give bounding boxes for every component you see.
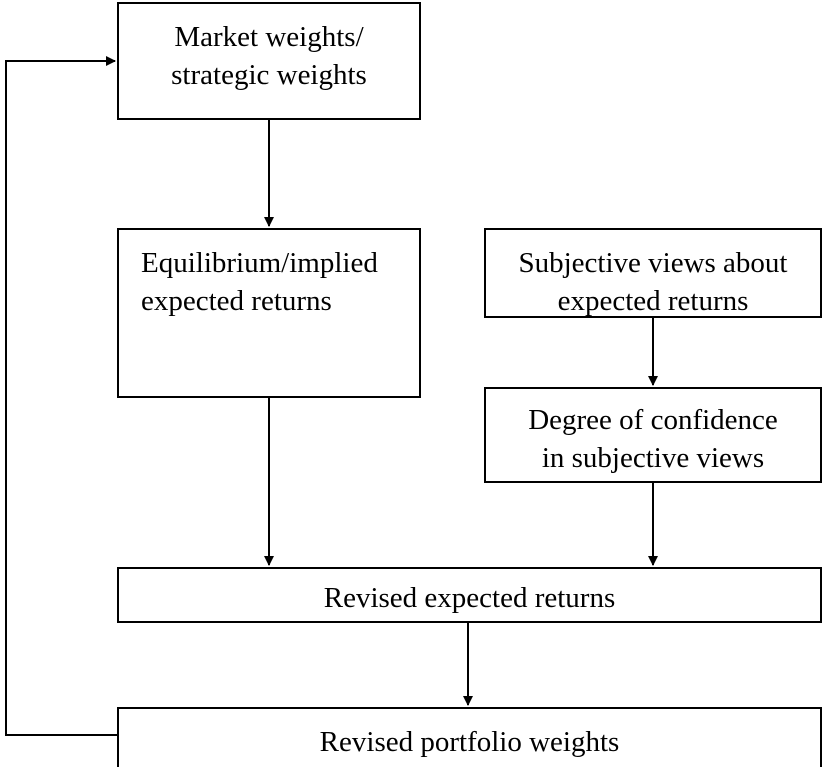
- revised-weights-box: Revised portfolio weights: [117, 707, 822, 767]
- revised-returns-box: Revised expected returns: [117, 567, 822, 623]
- confidence-line-2: in subjective views: [541, 442, 765, 474]
- equilibrium-returns-line-1: Equilibrium/implied: [141, 247, 378, 279]
- confidence-box: Degree of confidence in subjective views: [484, 387, 822, 483]
- confidence-line-1: Degree of confidence: [528, 404, 778, 436]
- equilibrium-returns-line-2: expected returns: [141, 285, 332, 317]
- revised-returns-label: Revised expected returns: [323, 582, 616, 614]
- subjective-views-line-1: Subjective views about: [518, 247, 788, 279]
- market-weights-line-1: Market weights/: [174, 21, 364, 53]
- revised-weights-label: Revised portfolio weights: [319, 726, 620, 758]
- edge-revised-weights-to-market-weights: [5, 56, 117, 736]
- market-weights-box: Market weights/ strategic weights: [117, 2, 421, 120]
- subjective-views-box: Subjective views about expected returns: [484, 228, 822, 318]
- equilibrium-returns-box: Equilibrium/implied expected returns: [117, 228, 421, 398]
- subjective-views-line-2: expected returns: [557, 285, 749, 317]
- market-weights-line-2: strategic weights: [171, 59, 367, 91]
